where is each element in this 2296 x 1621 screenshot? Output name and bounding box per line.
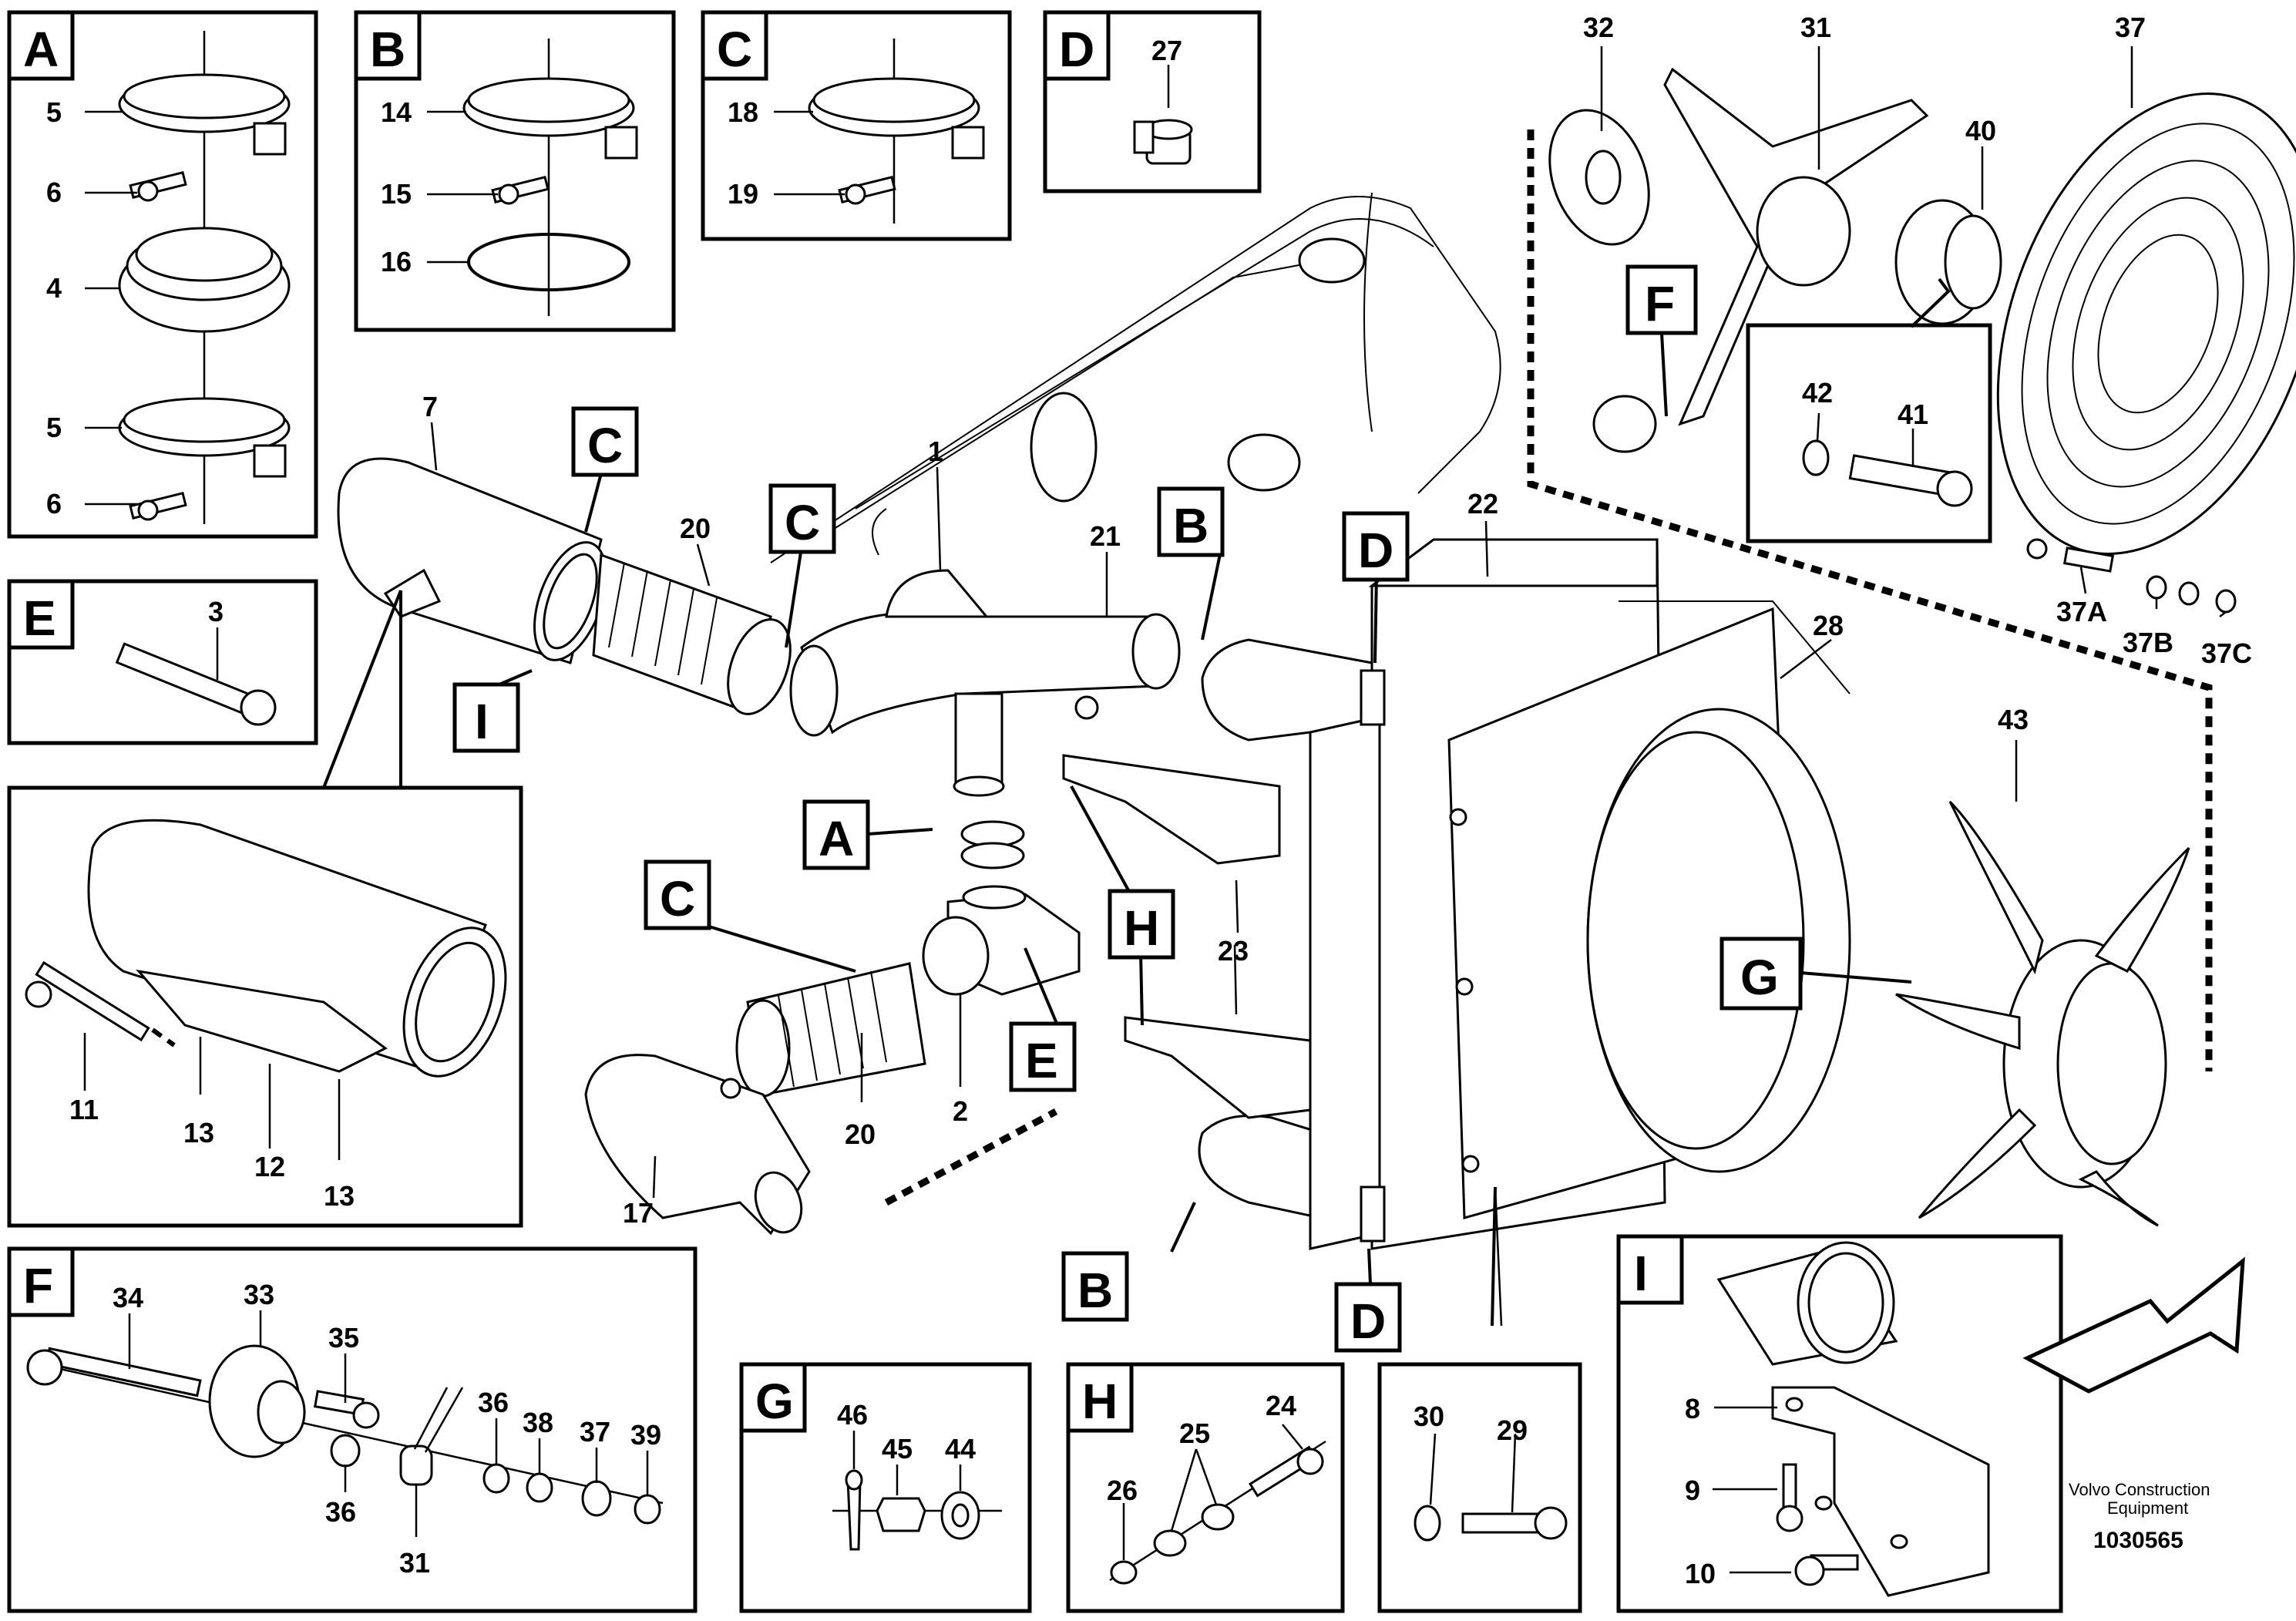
panel-b-part-16: 16 bbox=[381, 246, 412, 277]
panel-a-part-5-top: 5 bbox=[46, 96, 62, 128]
callout-c-2: C bbox=[785, 495, 820, 550]
part-28: 28 bbox=[1813, 610, 1844, 641]
part-32: 32 bbox=[1583, 12, 1614, 43]
callout-a-1: A bbox=[819, 811, 854, 866]
panel-h-part-26: 26 bbox=[1107, 1475, 1138, 1506]
panel-a-part-6-top: 6 bbox=[46, 177, 62, 208]
panel-d-part-27: 27 bbox=[1151, 35, 1182, 66]
panel-e-part-3: 3 bbox=[208, 596, 224, 627]
panel-i: I 8 9 10 bbox=[1616, 1234, 2063, 1613]
panel-j-part-30: 30 bbox=[1414, 1401, 1444, 1432]
panel-h-part-25: 25 bbox=[1179, 1418, 1210, 1449]
panel-f-part-38: 38 bbox=[523, 1407, 553, 1438]
panel-i-part-10: 10 bbox=[1685, 1558, 1716, 1589]
panel-b-part-15: 15 bbox=[381, 178, 412, 210]
panel-h: H 26 25 24 bbox=[1066, 1362, 1345, 1613]
panel-f-part-35: 35 bbox=[328, 1322, 359, 1354]
panel-d-letter: D bbox=[1059, 22, 1094, 77]
part-40: 40 bbox=[1965, 115, 1996, 146]
callout-f-1: F bbox=[1645, 276, 1675, 331]
panel-f-part-36-a: 36 bbox=[478, 1387, 509, 1418]
panel-h-letter: H bbox=[1082, 1374, 1118, 1429]
brand-line-2: Equipment bbox=[2107, 1498, 2188, 1518]
panel-c: C 18 19 bbox=[701, 10, 1012, 241]
part-21: 21 bbox=[1090, 520, 1121, 552]
panel-f: F 34 33 35 36 36 38 37 39 31 bbox=[7, 1246, 698, 1613]
part-1: 1 bbox=[928, 436, 943, 467]
panel-f-part-39: 39 bbox=[630, 1419, 661, 1451]
panel-a-letter: A bbox=[23, 22, 59, 77]
part-37a: 37A bbox=[2056, 596, 2107, 627]
callout-g-1: G bbox=[1740, 950, 1779, 1005]
callout-c-3: C bbox=[660, 871, 695, 927]
brand-line-1: Volvo Construction bbox=[2069, 1480, 2210, 1499]
panel-b-letter: B bbox=[370, 22, 405, 77]
part-37b: 37B bbox=[2123, 627, 2173, 658]
panel-i-part-9: 9 bbox=[1685, 1475, 1700, 1506]
part-20-lower: 20 bbox=[845, 1118, 876, 1150]
inset-part-41: 41 bbox=[1898, 399, 1928, 430]
part-37c: 37C bbox=[2201, 637, 2252, 669]
part-37: 37 bbox=[2115, 12, 2146, 43]
part-31: 31 bbox=[1800, 12, 1831, 43]
part-43: 43 bbox=[1998, 704, 2029, 735]
part-23: 23 bbox=[1218, 935, 1249, 967]
reference-number: 1030565 bbox=[2093, 1528, 2183, 1553]
panel-f-letter: F bbox=[23, 1258, 53, 1313]
panel-g-part-44: 44 bbox=[945, 1433, 976, 1465]
part-17: 17 bbox=[623, 1197, 654, 1229]
part-22: 22 bbox=[1467, 488, 1498, 520]
panel-c-letter: C bbox=[717, 22, 752, 77]
panel-a-part-4: 4 bbox=[46, 272, 62, 304]
panel-i-detail-part-13-a: 13 bbox=[183, 1117, 214, 1148]
panel-c-part-18: 18 bbox=[728, 96, 758, 128]
part-7: 7 bbox=[422, 391, 438, 422]
panel-g-part-45: 45 bbox=[882, 1433, 913, 1465]
panel-i-part-8: 8 bbox=[1685, 1393, 1700, 1424]
panel-a-part-6-bottom: 6 bbox=[46, 488, 62, 520]
panel-a-part-5-bottom: 5 bbox=[46, 412, 62, 443]
part-20-upper: 20 bbox=[680, 513, 711, 544]
panel-f-part-31: 31 bbox=[399, 1547, 430, 1579]
callout-h-1: H bbox=[1124, 900, 1159, 956]
panel-h-part-24: 24 bbox=[1266, 1390, 1296, 1421]
panel-i-detail: 11 13 12 13 bbox=[7, 785, 523, 1228]
panel-i-detail-part-11: 11 bbox=[69, 1094, 99, 1125]
direction-arrow bbox=[2022, 1256, 2245, 1394]
panel-f-part-34: 34 bbox=[113, 1282, 143, 1313]
panel-d: D 27 bbox=[1043, 10, 1262, 193]
callout-i-1: I bbox=[475, 694, 489, 749]
main-assembly: 42 41 bbox=[322, 46, 2296, 1327]
panel-j: 30 29 bbox=[1377, 1362, 1582, 1613]
panel-g: G 46 45 44 bbox=[739, 1362, 1032, 1613]
panel-f-part-33: 33 bbox=[244, 1279, 274, 1310]
inset-part-42: 42 bbox=[1802, 377, 1833, 409]
panel-g-letter: G bbox=[755, 1374, 794, 1429]
part-2: 2 bbox=[953, 1095, 968, 1127]
callouts: C C C I B B D D A E H G F bbox=[452, 264, 1803, 1353]
callout-e-1: E bbox=[1025, 1033, 1058, 1088]
main-part-labels: 7 20 1 21 22 20 2 17 23 32 31 37 40 37A … bbox=[422, 12, 2252, 1229]
panel-b: B 14 15 16 bbox=[354, 10, 676, 332]
panel-i-letter: I bbox=[1634, 1246, 1648, 1301]
panel-e: E 3 bbox=[7, 579, 318, 745]
callout-b-2: B bbox=[1077, 1263, 1113, 1318]
panel-b-part-14: 14 bbox=[381, 96, 412, 128]
callout-b-1: B bbox=[1173, 498, 1209, 553]
panel-f-part-37: 37 bbox=[580, 1416, 610, 1448]
callout-d-2: D bbox=[1350, 1293, 1386, 1349]
panel-c-part-19: 19 bbox=[728, 178, 758, 210]
panel-e-letter: E bbox=[23, 590, 56, 646]
panel-f-part-36-b: 36 bbox=[325, 1496, 356, 1528]
panel-g-part-46: 46 bbox=[837, 1399, 868, 1431]
panel-a: A 5 6 4 5 6 bbox=[7, 10, 318, 539]
callout-d-1: D bbox=[1358, 523, 1393, 578]
callout-c-1: C bbox=[587, 418, 623, 473]
panel-i-detail-part-12: 12 bbox=[254, 1151, 285, 1182]
panel-j-part-29: 29 bbox=[1497, 1414, 1528, 1446]
panel-i-detail-part-13-b: 13 bbox=[324, 1180, 355, 1212]
footer: Volvo Construction Equipment 1030565 bbox=[2069, 1480, 2210, 1553]
